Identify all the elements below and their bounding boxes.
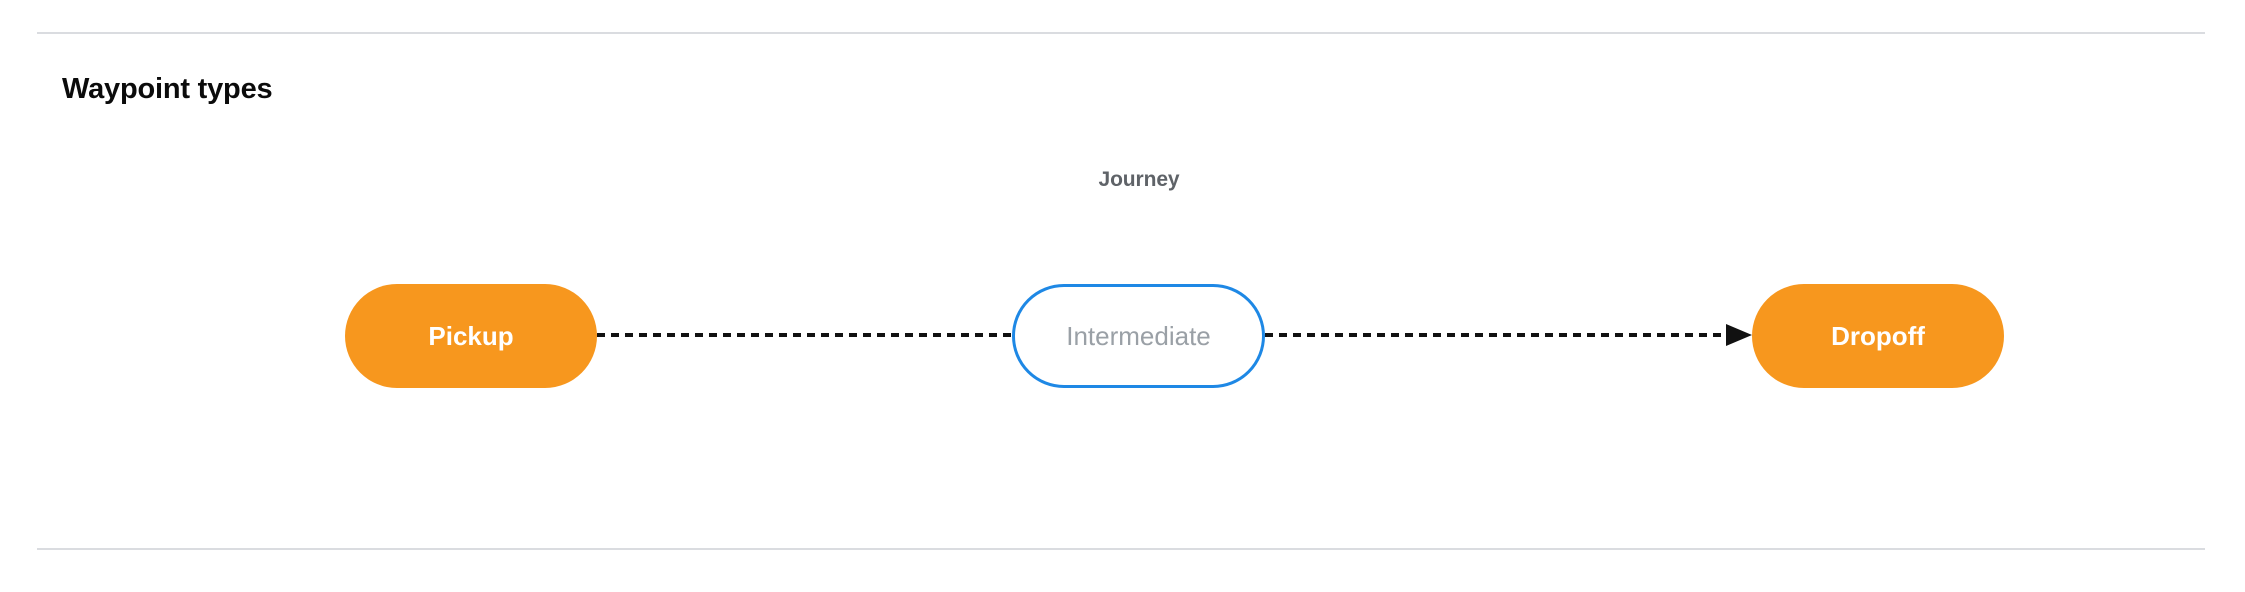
dashed-line: [1265, 333, 1726, 337]
node-intermediate[interactable]: Intermediate: [1012, 284, 1265, 388]
dashed-line: [597, 333, 1013, 337]
node-dropoff[interactable]: Dropoff: [1752, 284, 2004, 388]
connector-pickup-to-intermediate: [597, 333, 1013, 337]
node-pickup-label: Pickup: [428, 321, 514, 351]
node-pickup[interactable]: Pickup: [345, 284, 597, 388]
connector-intermediate-to-dropoff: [1265, 324, 1752, 346]
section-divider-bottom: [37, 548, 2205, 550]
arrow-right-icon: [1726, 324, 1752, 346]
page-title: Waypoint types: [62, 73, 273, 105]
node-dropoff-label: Dropoff: [1831, 321, 1925, 351]
node-intermediate-label: Intermediate: [1066, 321, 1211, 351]
journey-group-label: Journey: [1098, 168, 1180, 191]
section-divider-top: [37, 32, 2205, 34]
